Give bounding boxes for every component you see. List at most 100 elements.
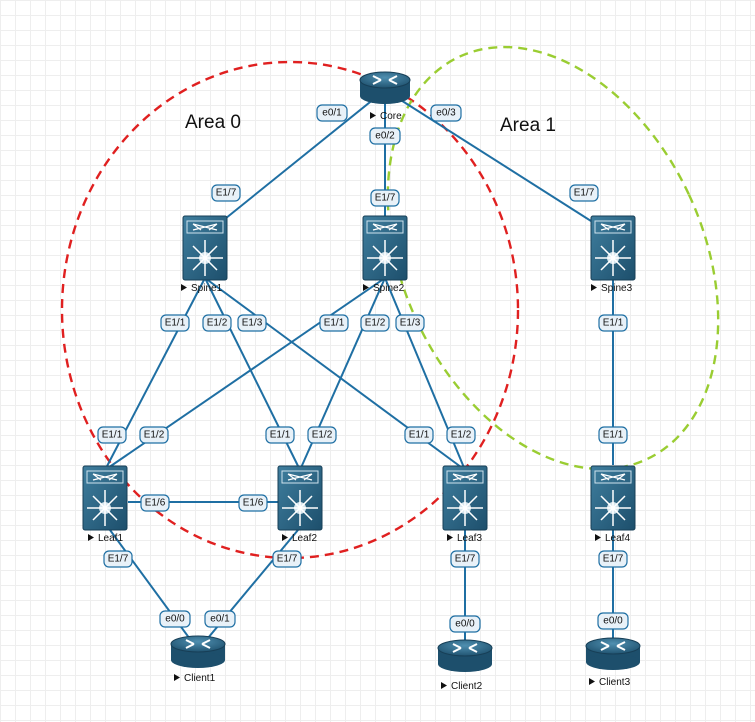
port-label-leaf1-e1-6[interactable]: E1/6 (140, 494, 170, 512)
svg-text:E1/1: E1/1 (603, 430, 624, 441)
switch-icon (277, 465, 323, 531)
port-label-spine3-e1-1[interactable]: E1/1 (598, 314, 628, 332)
port-label-leaf4-e1-1[interactable]: E1/1 (598, 426, 628, 444)
svg-text:e0/2: e0/2 (375, 131, 395, 142)
svg-text:E1/7: E1/7 (108, 554, 129, 565)
client3-router[interactable]: Client3 (585, 637, 641, 688)
expand-arrow-icon (363, 284, 369, 291)
spine2-switch[interactable]: Spine2 (362, 215, 408, 294)
svg-text:E1/7: E1/7 (216, 188, 237, 199)
svg-text:E1/7: E1/7 (455, 554, 476, 565)
svg-text:E1/2: E1/2 (144, 430, 165, 441)
spine3-label: Spine3 (601, 283, 633, 294)
spine3-switch[interactable]: Spine3 (590, 215, 636, 294)
svg-text:E1/1: E1/1 (409, 430, 430, 441)
port-label-spine3-e1-7[interactable]: E1/7 (569, 184, 599, 202)
svg-text:E1/7: E1/7 (277, 554, 298, 565)
core-label: Core (380, 111, 402, 122)
port-label-client1-e0-1[interactable]: e0/1 (204, 610, 236, 628)
svg-text:e0/0: e0/0 (603, 616, 623, 627)
expand-arrow-icon (282, 534, 288, 541)
svg-text:E1/7: E1/7 (574, 188, 595, 199)
port-label-spine2-e1-3[interactable]: E1/3 (395, 314, 425, 332)
svg-text:e0/1: e0/1 (322, 108, 342, 119)
port-label-leaf3-e1-2[interactable]: E1/2 (446, 426, 476, 444)
switch-icon (182, 215, 228, 281)
port-label-spine1-e1-3[interactable]: E1/3 (237, 314, 267, 332)
svg-text:e0/0: e0/0 (455, 619, 475, 630)
leaf1-switch[interactable]: Leaf1 (82, 465, 128, 544)
expand-arrow-icon (589, 678, 595, 685)
svg-text:E1/2: E1/2 (312, 430, 333, 441)
switch-icon (590, 465, 636, 531)
expand-arrow-icon (595, 534, 601, 541)
switch-icon (442, 465, 488, 531)
port-label-spine1-e1-7[interactable]: E1/7 (211, 184, 241, 202)
port-label-core-e0-3[interactable]: e0/3 (430, 104, 462, 122)
port-label-leaf1-e1-2[interactable]: E1/2 (139, 426, 169, 444)
port-label-leaf3-e1-1[interactable]: E1/1 (404, 426, 434, 444)
port-label-spine2-e1-1[interactable]: E1/1 (319, 314, 349, 332)
switch-icon (82, 465, 128, 531)
switch-icon (362, 215, 408, 281)
port-labels: e0/1 E1/7 e0/2 E1/7 e0/3 E1/7 E1/1 E1/1 (97, 104, 629, 633)
svg-text:E1/3: E1/3 (400, 318, 421, 329)
svg-text:E1/2: E1/2 (207, 318, 228, 329)
port-label-leaf3-e1-7[interactable]: E1/7 (450, 550, 480, 568)
router-icon (359, 71, 411, 104)
svg-text:E1/1: E1/1 (270, 430, 291, 441)
expand-arrow-icon (447, 534, 453, 541)
port-label-spine1-e1-2[interactable]: E1/2 (202, 314, 232, 332)
port-label-client1-e0-0[interactable]: e0/0 (159, 610, 191, 628)
leaf3-label: Leaf3 (457, 533, 482, 544)
expand-arrow-icon (370, 112, 376, 119)
expand-arrow-icon (174, 674, 180, 681)
port-label-leaf2-e1-2[interactable]: E1/2 (307, 426, 337, 444)
leaf3-switch[interactable]: Leaf3 (442, 465, 488, 544)
leaf1-label: Leaf1 (98, 533, 123, 544)
port-label-leaf2-e1-1[interactable]: E1/1 (265, 426, 295, 444)
area-0-boundary (60, 60, 520, 560)
client2-router[interactable]: Client2 (437, 639, 493, 692)
expand-arrow-icon (181, 284, 187, 291)
svg-text:E1/3: E1/3 (242, 318, 263, 329)
core-router[interactable]: Core (359, 71, 411, 122)
client1-router[interactable]: Client1 (170, 635, 226, 684)
port-label-core-e0-2[interactable]: e0/2 (369, 127, 401, 145)
svg-text:E1/2: E1/2 (365, 318, 386, 329)
svg-text:e0/0: e0/0 (165, 614, 185, 625)
svg-text:E1/1: E1/1 (102, 430, 123, 441)
leaf4-switch[interactable]: Leaf4 (590, 465, 636, 544)
client1-label: Client1 (184, 673, 216, 684)
port-label-spine1-e1-1[interactable]: E1/1 (160, 314, 190, 332)
svg-text:E1/1: E1/1 (165, 318, 186, 329)
port-label-leaf1-e1-7[interactable]: E1/7 (103, 550, 133, 568)
switch-icon (590, 215, 636, 281)
port-label-leaf4-e1-7[interactable]: E1/7 (598, 550, 628, 568)
port-label-leaf2-e1-7[interactable]: E1/7 (272, 550, 302, 568)
port-label-leaf2-e1-6[interactable]: E1/6 (238, 494, 268, 512)
link-leaf1-client1[interactable] (109, 529, 199, 651)
port-label-spine2-e1-2[interactable]: E1/2 (360, 314, 390, 332)
port-label-client2-e0-0[interactable]: e0/0 (449, 615, 481, 633)
svg-text:E1/1: E1/1 (603, 318, 624, 329)
client3-label: Client3 (599, 677, 631, 688)
leaf2-switch[interactable]: Leaf2 (277, 465, 323, 544)
port-label-leaf1-e1-1[interactable]: E1/1 (97, 426, 127, 444)
link-leaf2-client1[interactable] (197, 529, 299, 651)
expand-arrow-icon (88, 534, 94, 541)
svg-text:E1/7: E1/7 (375, 193, 396, 204)
leaf4-label: Leaf4 (605, 533, 630, 544)
spine1-switch[interactable]: Spine1 (181, 215, 228, 294)
port-label-client3-e0-0[interactable]: e0/0 (597, 612, 629, 630)
link-core-spine1[interactable] (204, 89, 386, 236)
port-label-spine2-e1-7[interactable]: E1/7 (370, 189, 400, 207)
svg-text:E1/6: E1/6 (243, 498, 264, 509)
port-label-core-e0-1[interactable]: e0/1 (316, 104, 348, 122)
spine1-label: Spine1 (191, 283, 223, 294)
spine2-label: Spine2 (373, 283, 405, 294)
area-0-label: Area 0 (185, 112, 241, 133)
expand-arrow-icon (441, 682, 447, 689)
svg-text:E1/7: E1/7 (603, 554, 624, 565)
link-core-spine3[interactable] (384, 89, 614, 236)
